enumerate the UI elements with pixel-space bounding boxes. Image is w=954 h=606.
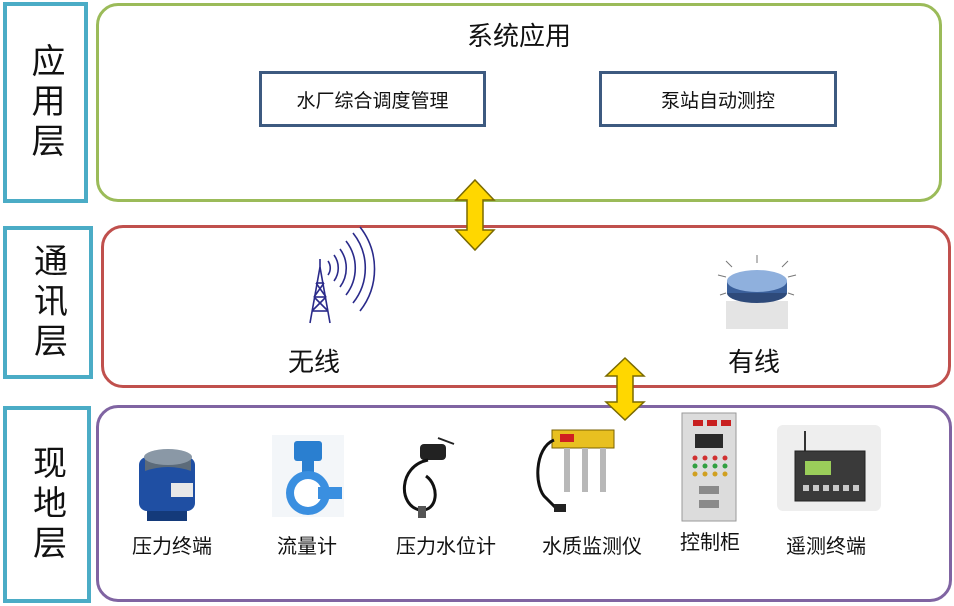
layer-label-field: 现地层 bbox=[3, 406, 91, 603]
system-box-pump-station: 泵站自动测控 bbox=[599, 71, 837, 127]
device-label-telemetry-terminal: 遥测终端 bbox=[786, 534, 866, 558]
device-label-flow-meter: 流量计 bbox=[277, 534, 337, 558]
application-title: 系统应用 bbox=[466, 22, 571, 52]
telemetry-terminal-icon bbox=[777, 425, 881, 511]
device-label-water-quality-monitor: 水质监测仪 bbox=[542, 534, 642, 558]
wireless-label: 无线 bbox=[287, 348, 340, 378]
double-arrow-app-comm-icon bbox=[454, 178, 496, 252]
communication-layer-panel bbox=[101, 225, 951, 388]
layer-label-communication: 通讯层 bbox=[3, 226, 93, 379]
device-label-pressure-terminal: 压力终端 bbox=[132, 534, 212, 558]
wired-label: 有线 bbox=[727, 348, 780, 378]
double-arrow-comm-field-icon bbox=[604, 356, 646, 422]
pressure-terminal-icon bbox=[139, 449, 195, 521]
flow-meter-icon bbox=[272, 435, 344, 517]
control-cabinet-icon bbox=[681, 412, 737, 522]
wireless-tower-icon bbox=[309, 226, 376, 324]
layer-label-application: 应用层 bbox=[3, 2, 88, 203]
water-quality-monitor-icon bbox=[536, 429, 615, 512]
device-label-water-level-gauge: 压力水位计 bbox=[396, 534, 496, 558]
system-box-water-plant: 水厂综合调度管理 bbox=[259, 71, 486, 127]
device-label-control-cabinet: 控制柜 bbox=[680, 530, 740, 554]
wired-hub-icon bbox=[717, 255, 797, 329]
water-level-gauge-icon bbox=[403, 437, 455, 518]
